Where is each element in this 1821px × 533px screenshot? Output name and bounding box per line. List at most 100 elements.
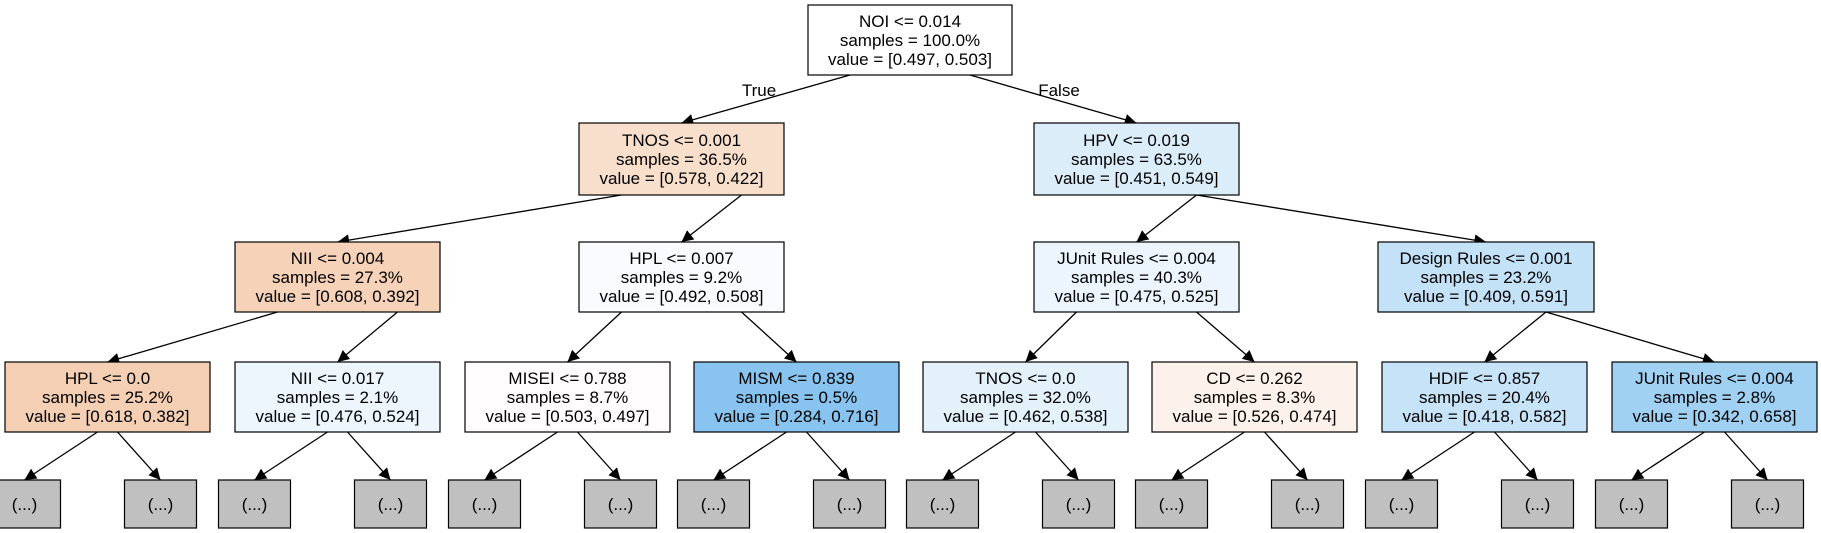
truncated-leaf-n13-left-line-1: (...): [1389, 495, 1415, 514]
edge-n14-leaf-right: [1724, 431, 1768, 481]
tree-node-n10-line-1: MISM <= 0.839: [738, 369, 854, 388]
tree-node-n2-line-3: value = [0.451, 0.549]: [1055, 169, 1219, 188]
truncated-leaf-n9-left-box: [447, 479, 522, 529]
tree-node-n11-line-2: samples = 32.0%: [960, 388, 1091, 407]
edge-n14-leaf-left: [1631, 431, 1705, 481]
tree-node-n8-line-3: value = [0.476, 0.524]: [256, 407, 420, 426]
tree-node-n14-line-2: samples = 2.8%: [1654, 388, 1775, 407]
tree-node-n1-line-2: samples = 36.5%: [616, 150, 747, 169]
edge-root-n2-group: False: [969, 74, 1137, 126]
tree-node-n9-line-3: value = [0.503, 0.497]: [486, 407, 650, 426]
truncated-leaf-n14-left-box: [1594, 479, 1669, 529]
truncated-leaf-n10-left: (...): [676, 479, 751, 529]
edge-n12-leaf-left: [1171, 431, 1245, 481]
tree-node-n1-box: [578, 122, 785, 196]
truncated-leaf-n12-right-line-1: (...): [1295, 495, 1321, 514]
truncated-leaf-n12-right: (...): [1270, 479, 1345, 529]
tree-edges: True False: [24, 74, 1768, 481]
edge-n11-leaf-right-group: [1035, 431, 1079, 481]
edge-n12-leaf-right-group: [1264, 431, 1308, 481]
truncated-leaf-n13-right-box: [1500, 479, 1575, 529]
edge-root-n2: [969, 74, 1137, 126]
edge-n1-n4-group: [681, 194, 742, 243]
edge-n1-n3: [337, 194, 622, 246]
tree-node-n13-line-1: HDIF <= 0.857: [1429, 369, 1541, 388]
tree-node-n14-box: [1611, 361, 1818, 433]
tree-node-root-line-1: NOI <= 0.014: [859, 12, 961, 31]
tree-node-n6-box: [1377, 241, 1595, 313]
tree-node-n12-line-1: CD <= 0.262: [1206, 369, 1302, 388]
truncated-leaf-n8-left-line-1: (...): [242, 495, 268, 514]
truncated-leaf-n11-right-box: [1041, 479, 1116, 529]
tree-node-n8-box: [234, 361, 441, 433]
truncated-leaf-n7-right: (...): [123, 479, 198, 529]
tree-node-n9-line-1: MISEI <= 0.788: [508, 369, 626, 388]
tree-node-n6-line-1: Design Rules <= 0.001: [1400, 249, 1573, 268]
tree-node-n13-box: [1381, 361, 1588, 433]
edge-n8-leaf-left: [254, 431, 328, 481]
edge-n7-leaf-left-group: [24, 431, 98, 481]
tree-node-root-box: [807, 4, 1013, 76]
truncated-leaf-n14-left-line-1: (...): [1619, 495, 1645, 514]
truncated-leaf-n13-right: (...): [1500, 479, 1575, 529]
edge-n13-leaf-left-group: [1401, 431, 1475, 481]
edge-n6-n14-group: [1545, 311, 1715, 365]
edge-n14-leaf-left-group: [1631, 431, 1705, 481]
edge-n2-n5-group: [1136, 194, 1197, 243]
tree-node-n10-line-2: samples = 0.5%: [736, 388, 857, 407]
tree-node-n3-line-2: samples = 27.3%: [272, 268, 403, 287]
edge-n6-n13: [1484, 311, 1547, 363]
edge-n10-leaf-right: [806, 431, 850, 481]
truncated-leaf-n8-left-box: [217, 479, 292, 529]
truncated-leaf-n14-right-line-1: (...): [1755, 495, 1781, 514]
edge-n1-n4: [681, 194, 742, 243]
edge-n8-leaf-left-group: [254, 431, 328, 481]
tree-node-n12-line-3: value = [0.526, 0.474]: [1173, 407, 1337, 426]
tree-node-n13-line-2: samples = 20.4%: [1419, 388, 1550, 407]
truncated-leaf-n11-right-line-1: (...): [1066, 495, 1092, 514]
edge-n6-n13-group: [1484, 311, 1547, 363]
tree-node-n12-line-2: samples = 8.3%: [1194, 388, 1315, 407]
truncated-leaf-n12-left: (...): [1134, 479, 1209, 529]
edge-n4-n10-group: [741, 311, 797, 363]
truncated-leaf-n9-right-box: [583, 479, 658, 529]
tree-node-root-line-2: samples = 100.0%: [840, 31, 980, 50]
truncated-leaf-n9-left: (...): [447, 479, 522, 529]
truncated-leaf-n8-right-box: [353, 479, 428, 529]
tree-node-n14-line-3: value = [0.342, 0.658]: [1633, 407, 1797, 426]
edge-n2-n5: [1136, 194, 1197, 243]
truncated-leaf-n7-left-box: [0, 479, 62, 529]
truncated-leaf-n11-left-line-1: (...): [930, 495, 956, 514]
edge-n2-n6-group: [1196, 194, 1487, 246]
tree-node-n9-box: [464, 361, 671, 433]
edge-label-true: True: [742, 81, 776, 100]
truncated-leaf-n11-right: (...): [1041, 479, 1116, 529]
tree-node-n9-line-2: samples = 8.7%: [507, 388, 628, 407]
truncated-leaf-n12-right-box: [1270, 479, 1345, 529]
tree-node-n1-line-1: TNOS <= 0.001: [622, 131, 741, 150]
tree-node-root-line-3: value = [0.497, 0.503]: [828, 50, 992, 69]
truncated-leaf-n7-left: (...): [0, 479, 62, 529]
edge-n3-n8: [337, 311, 398, 363]
edge-n9-leaf-left-group: [484, 431, 558, 481]
edge-n3-n8-group: [337, 311, 398, 363]
truncated-leaf-n12-left-box: [1134, 479, 1209, 529]
edge-n9-leaf-left: [484, 431, 558, 481]
edge-label-false: False: [1038, 81, 1080, 100]
tree-node-n7-box: [4, 361, 211, 433]
edge-n5-n11-group: [1025, 311, 1077, 363]
truncated-leaf-n13-left-box: [1364, 479, 1439, 529]
truncated-leaf-n9-right-line-1: (...): [608, 495, 634, 514]
tree-node-n11-line-1: TNOS <= 0.0: [975, 369, 1075, 388]
